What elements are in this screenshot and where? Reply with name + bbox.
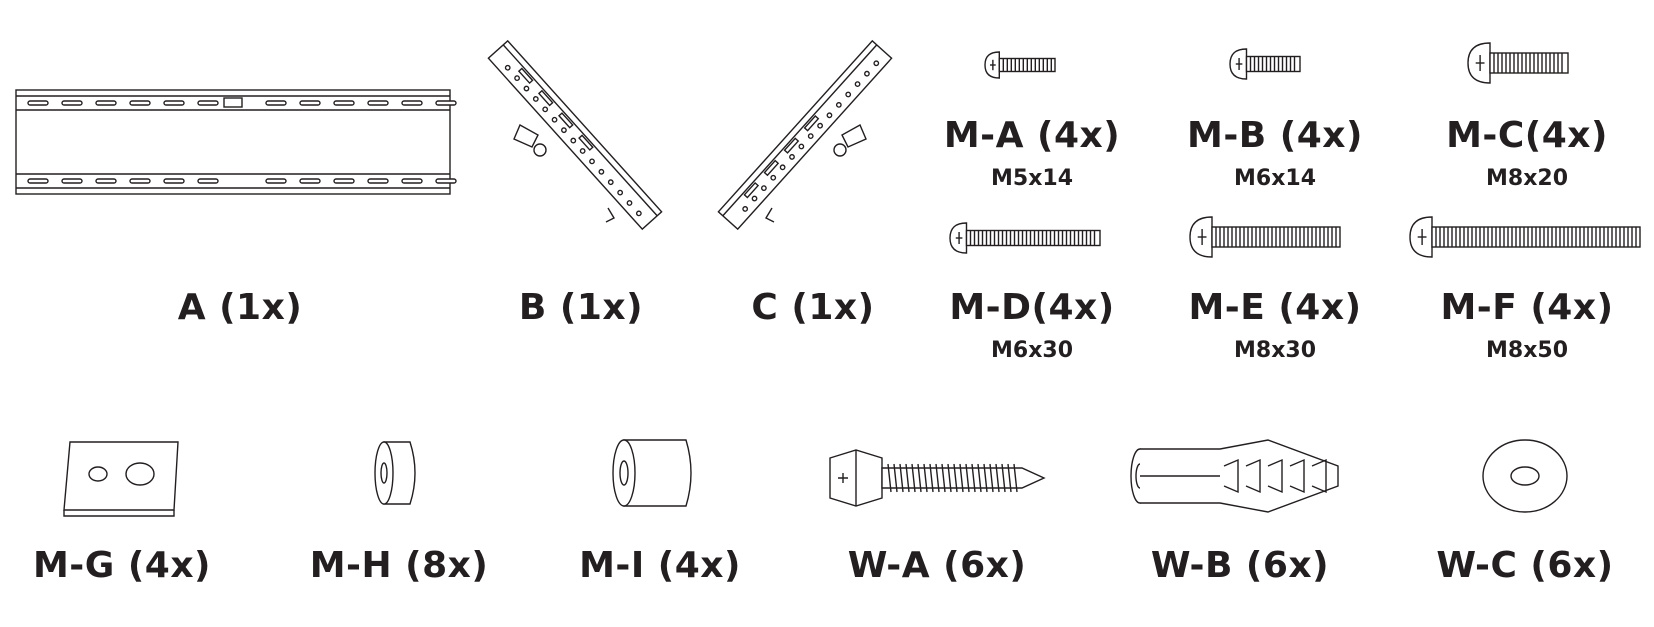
part-m-f-size: M8x50 [1485,338,1569,363]
right-vertical-bracket-drawing [717,39,893,231]
part-m-i-label: M-I (4x) [579,545,741,586]
part-m-d-size: M6x30 [990,338,1074,363]
screw-m-c-drawing [1467,42,1569,84]
part-w-c-label: W-C (6x) [1436,545,1614,586]
part-m-f-label: M-F (4x) [1440,287,1614,328]
part-m-d-label: M-D(4x) [949,287,1115,328]
long-spacer-drawing [612,439,692,507]
part-m-g-label: M-G (4x) [32,545,212,586]
washer-drawing [1482,439,1568,513]
part-m-b-size: M6x14 [1233,166,1317,191]
screw-m-d-drawing [949,222,1101,254]
part-m-c-size: M8x20 [1485,166,1569,191]
lag-bolt-drawing [829,449,1046,507]
part-w-b-label: W-B (6x) [1150,545,1330,586]
short-spacer-drawing [374,441,416,505]
part-b-label: B (1x) [518,287,644,328]
screw-m-e-drawing [1189,216,1341,258]
part-c-label: C (1x) [751,287,875,328]
screw-m-f-drawing [1409,216,1641,258]
part-m-h-label: M-H (8x) [309,545,489,586]
part-m-e-label: M-E (4x) [1188,287,1362,328]
screw-m-b-drawing [1229,48,1301,80]
screw-m-a-drawing [984,51,1056,79]
part-m-a-size: M5x14 [990,166,1074,191]
wall-plate-drawing [15,89,457,195]
left-vertical-bracket-drawing [487,39,663,231]
part-m-b-label: M-B (4x) [1187,115,1363,156]
part-w-a-label: W-A (6x) [847,545,1027,586]
wall-anchor-drawing [1130,439,1339,513]
spacer-plate-drawing [63,441,179,517]
part-m-e-size: M8x30 [1233,338,1317,363]
part-a-label: A (1x) [177,287,303,328]
part-m-c-label: M-C(4x) [1446,115,1608,156]
part-m-a-label: M-A (4x) [943,115,1121,156]
